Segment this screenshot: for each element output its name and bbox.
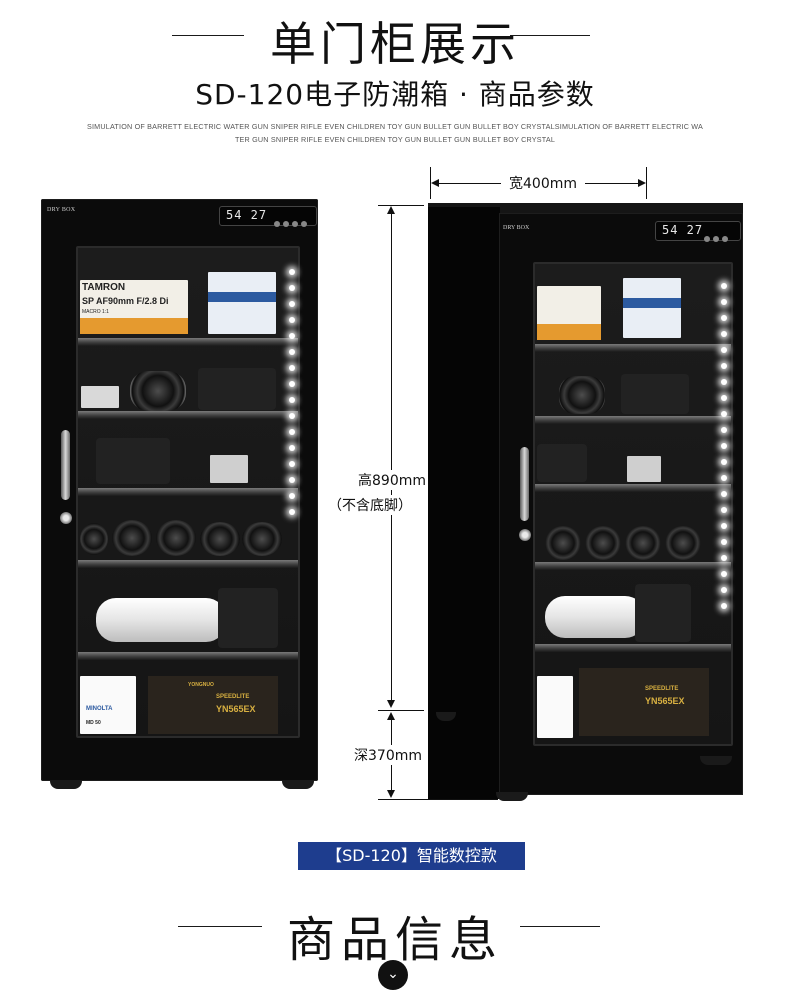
cabinet-foot bbox=[436, 712, 456, 721]
depth-label: 深370mm bbox=[352, 745, 424, 765]
arrow-up-icon bbox=[387, 206, 395, 214]
shelf bbox=[78, 560, 298, 568]
telephoto-lens bbox=[545, 596, 645, 638]
depth-ext-line-bottom bbox=[378, 799, 498, 800]
arrow-up-icon bbox=[387, 712, 395, 720]
led-strip bbox=[721, 283, 727, 619]
lens bbox=[665, 526, 701, 560]
humidity-display: 54 27 bbox=[662, 223, 704, 237]
minolta-box bbox=[537, 676, 573, 738]
camera bbox=[96, 438, 170, 484]
glass-door: SPEEDLITE YN565EX bbox=[533, 262, 733, 746]
flash-unit bbox=[81, 386, 119, 408]
lens bbox=[545, 526, 581, 560]
control-panel: 54 27 bbox=[655, 221, 741, 242]
footer-rule-right bbox=[520, 926, 600, 927]
cabinet-angled-view: DRY BOX 54 27 SPEEDLITE YN565EX bbox=[499, 213, 743, 795]
arrow-down-icon bbox=[387, 700, 395, 708]
cabinet-foot bbox=[50, 780, 82, 789]
shelf bbox=[78, 411, 298, 419]
panel-buttons bbox=[271, 212, 311, 227]
brand-logo: DRY BOX bbox=[47, 207, 76, 213]
height-label: 高890mm bbox=[356, 470, 428, 490]
lens bbox=[156, 520, 196, 556]
shelf bbox=[535, 484, 731, 492]
control-panel: 54 27 bbox=[219, 206, 317, 227]
lens bbox=[130, 371, 186, 411]
cabinet-side bbox=[428, 207, 500, 799]
speedlite-box: SPEEDLITE YN565EX bbox=[579, 668, 709, 736]
shelf bbox=[535, 416, 731, 424]
page-title: 单门柜展示 bbox=[270, 17, 520, 71]
lens bbox=[625, 526, 661, 560]
lock-icon bbox=[519, 529, 531, 541]
minolta-box: MINOLTA MD 50 bbox=[80, 676, 136, 734]
width-ext-line-right bbox=[646, 167, 647, 199]
lens bbox=[200, 522, 240, 556]
shelf bbox=[78, 338, 298, 346]
camera bbox=[621, 374, 689, 414]
glass-door: TAMRON SP AF90mm F/2.8 Di MACRO 1:1 MINO… bbox=[76, 246, 300, 738]
cabinet-foot bbox=[496, 792, 528, 801]
title-rule-right bbox=[510, 35, 590, 36]
cabinet-front-view: DRY BOX 54 27 TAMRON SP AF90mm F/2.8 Di … bbox=[41, 199, 318, 781]
shelf bbox=[535, 562, 731, 570]
lens bbox=[80, 523, 108, 555]
arrow-left-icon bbox=[431, 179, 439, 187]
lens-box bbox=[208, 272, 276, 334]
lens bbox=[585, 526, 621, 560]
camera bbox=[218, 588, 278, 648]
lens bbox=[112, 520, 152, 556]
height-note: （不含底脚） bbox=[326, 495, 414, 515]
panel-buttons bbox=[701, 227, 735, 242]
shelf bbox=[78, 488, 298, 496]
lens-box bbox=[623, 278, 681, 338]
tagline-line-1: SIMULATION OF BARRETT ELECTRIC WATER GUN… bbox=[86, 122, 703, 131]
humidity-display: 54 27 bbox=[226, 208, 268, 222]
height-dim-line bbox=[391, 210, 392, 706]
door-handle[interactable] bbox=[520, 447, 529, 521]
english-tagline: SIMULATION OF BARRETT ELECTRIC WATER GUN… bbox=[60, 120, 730, 146]
page-subtitle: SD-120电子防潮箱 · 商品参数 bbox=[195, 78, 595, 111]
led-strip bbox=[289, 269, 295, 525]
lens bbox=[242, 522, 282, 556]
lock-icon bbox=[60, 512, 72, 524]
height-ext-line-top bbox=[378, 205, 424, 206]
arrow-down-icon bbox=[387, 790, 395, 798]
shelf bbox=[535, 644, 731, 652]
camera bbox=[537, 444, 587, 482]
model-badge: 【SD-120】智能数控款 bbox=[298, 842, 525, 870]
height-ext-line-bottom bbox=[378, 710, 424, 711]
width-ext-line-left bbox=[430, 167, 431, 199]
door-handle[interactable] bbox=[61, 430, 70, 500]
shelf bbox=[535, 344, 731, 352]
camera bbox=[198, 368, 276, 410]
cabinet-foot bbox=[700, 756, 732, 765]
lens bbox=[559, 376, 605, 414]
shelf bbox=[78, 652, 298, 660]
brand-logo: DRY BOX bbox=[503, 225, 530, 231]
arrow-right-icon bbox=[638, 179, 646, 187]
flash-unit bbox=[210, 455, 248, 483]
speedlite-box: YONGNUO SPEEDLITE YN565EX bbox=[148, 676, 278, 734]
camera bbox=[635, 584, 691, 642]
tamron-box: TAMRON SP AF90mm F/2.8 Di MACRO 1:1 bbox=[80, 280, 188, 334]
section-title: 商品信息 bbox=[286, 912, 503, 968]
cabinet-foot bbox=[282, 780, 314, 789]
telephoto-lens bbox=[96, 598, 226, 642]
flash-unit bbox=[627, 456, 661, 482]
tagline-line-2: TER GUN SNIPER RIFLE EVEN CHILDREN TOY G… bbox=[234, 135, 556, 144]
title-rule-left bbox=[172, 35, 244, 36]
tamron-box bbox=[537, 286, 601, 340]
footer-rule-left bbox=[178, 926, 262, 927]
chevron-down-icon[interactable]: ⌄ bbox=[378, 960, 408, 990]
width-label: 宽400mm bbox=[501, 173, 585, 193]
cabinet-top bbox=[428, 203, 743, 215]
